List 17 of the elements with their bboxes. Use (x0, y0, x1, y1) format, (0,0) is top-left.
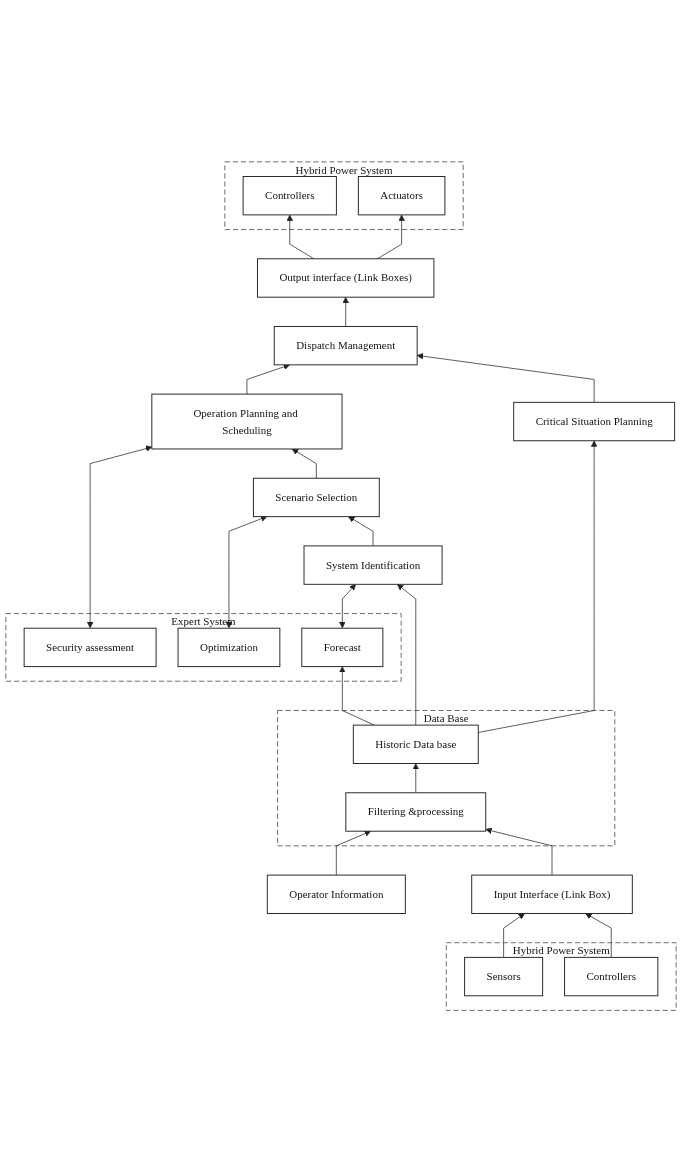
node-box: Input Interface (Link Box) (471, 874, 633, 915)
node-box: Controllers (242, 176, 337, 216)
node-box: Sensors (464, 957, 544, 997)
node-box: Scenario Selection (252, 478, 380, 518)
node-box: Controllers (564, 957, 659, 997)
node-box: Operator Information (266, 874, 406, 915)
node-box: Output interface (Link Boxes) (257, 258, 435, 298)
node-box: Dispatch Management (273, 326, 418, 366)
node-box: Critical Situation Planning (513, 402, 676, 442)
node-box: Optimization (177, 628, 281, 668)
node-box: System Identification (303, 545, 443, 586)
node-box: Actuators (357, 176, 446, 216)
node-box: Forecast (301, 628, 384, 668)
node-box: Historic Data base (352, 725, 479, 765)
node-box: Filtering &processing (345, 792, 487, 833)
node-box: Security assessment (23, 628, 157, 668)
node-box: Operation Planning and Scheduling (151, 394, 343, 450)
